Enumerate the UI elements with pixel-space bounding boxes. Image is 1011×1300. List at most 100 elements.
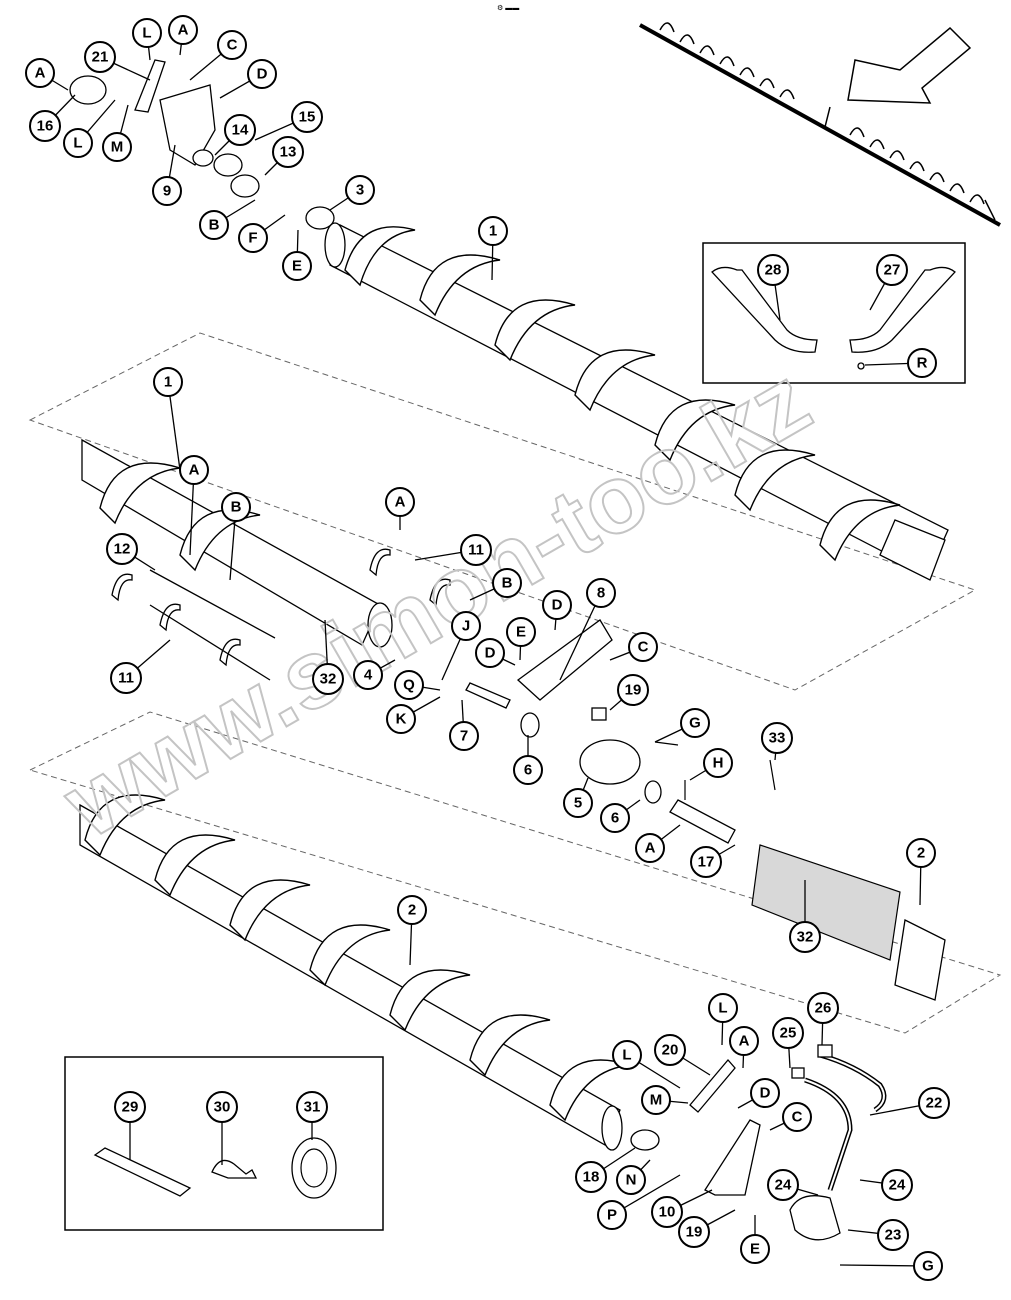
callout-label: 4 (364, 667, 373, 684)
callout-c32a: 32 (789, 880, 821, 953)
callout-cG2: G (839, 1251, 943, 1281)
callout-circle (221, 492, 251, 522)
direction-arrow (847, 26, 972, 104)
callout-circle (563, 788, 593, 818)
callout-c23: 23 (847, 1219, 909, 1251)
callout-label: A (189, 462, 200, 479)
exploded-boundary-upper (28, 332, 977, 691)
callout-label: P (607, 1207, 617, 1224)
callout-cC1: C (189, 30, 247, 81)
callout-circle (179, 455, 209, 485)
callout-label: G (922, 1258, 934, 1275)
callout-cL4: L (612, 1040, 681, 1089)
callout-c14: 14 (214, 114, 256, 156)
callout-circle (25, 58, 55, 88)
callout-circle (272, 136, 304, 168)
callout-label: 33 (769, 730, 786, 747)
inset-box-accessories (64, 1056, 384, 1231)
callout-circle (199, 210, 229, 240)
callout-label: 28 (765, 262, 782, 279)
callout-label: 11 (118, 670, 134, 687)
callout-c15: 15 (254, 101, 323, 141)
callout-circle (616, 1165, 646, 1195)
shield-part-32 (751, 844, 901, 961)
upper-auger-tube (324, 222, 949, 581)
callout-label: 19 (625, 682, 642, 699)
callout-label: E (516, 624, 526, 641)
callout-cL3: L (708, 993, 738, 1046)
callout-circle (597, 1200, 627, 1230)
callout-label: 32 (320, 671, 337, 688)
callout-cH1: H (689, 748, 733, 781)
callout-cA2: A (168, 15, 198, 56)
callout-c19a: 19 (609, 674, 649, 711)
callout-circle (876, 254, 908, 286)
callout-label: 15 (299, 109, 316, 126)
callout-c16: 16 (29, 94, 76, 142)
callout-label: C (227, 37, 238, 54)
callout-c1a: 1 (478, 216, 508, 281)
callout-label: 12 (114, 541, 131, 558)
callout-cC3: C (769, 1102, 812, 1132)
callout-circle (63, 128, 93, 158)
callout-circle (750, 1078, 780, 1108)
callout-label: 6 (524, 762, 532, 779)
callout-circle (600, 803, 630, 833)
callout-label: D (760, 1085, 771, 1102)
callout-label: E (292, 258, 302, 275)
callout-label: 29 (122, 1099, 139, 1116)
callout-label: 3 (356, 182, 364, 199)
callout-circle (152, 176, 182, 206)
callout-circle (206, 1091, 238, 1123)
callout-circle (153, 367, 183, 397)
callout-circle (586, 578, 616, 608)
callout-cB2: B (221, 492, 251, 581)
callout-label: 22 (926, 1095, 943, 1112)
callout-circle (506, 617, 536, 647)
callout-circle (654, 1034, 686, 1066)
callout-c2a: 2 (906, 838, 936, 906)
arm-part-27 (849, 266, 956, 353)
callout-circle (651, 1196, 683, 1228)
callout-label: H (713, 755, 724, 772)
callout-circle (224, 114, 256, 146)
callout-circle (913, 1251, 943, 1281)
callout-circle (513, 755, 543, 785)
callout-c29: 29 (114, 1091, 146, 1160)
hydraulic-motor-assembly (630, 1044, 887, 1241)
callout-cP1: P (597, 1174, 681, 1230)
callout-c30: 30 (206, 1091, 238, 1165)
callout-c5: 5 (563, 777, 593, 818)
centre-drive-assembly (465, 619, 776, 844)
callout-circle (542, 590, 572, 620)
callout-label: 5 (574, 795, 582, 812)
callout-circle (761, 722, 793, 754)
callout-label: 21 (92, 49, 109, 66)
callout-leader (559, 592, 602, 681)
reference-mark: ⚙ ▬▬ (497, 4, 519, 12)
callout-label: R (917, 355, 928, 372)
callout-circle (807, 992, 839, 1024)
callout-cL2: L (63, 99, 116, 158)
callout-labels: 1122345667891011111213141516171819192021… (25, 15, 950, 1281)
callout-label: L (142, 25, 151, 42)
callout-c6b: 6 (600, 799, 641, 833)
callout-label: 30 (214, 1099, 231, 1116)
callout-c2b: 2 (397, 895, 427, 966)
callout-c6a: 6 (513, 735, 543, 785)
callout-circle (635, 833, 665, 863)
callout-cD1: D (219, 59, 277, 99)
callout-cN1: N (616, 1159, 651, 1195)
callout-cD4: D (737, 1078, 780, 1109)
callout-label: 13 (280, 144, 297, 161)
callout-cF1: F (238, 214, 286, 253)
callout-circle (106, 533, 138, 565)
callout-cA5: A (635, 824, 681, 863)
callout-label: D (257, 66, 268, 83)
callout-circle (449, 721, 479, 751)
callout-cE3: E (740, 1215, 770, 1264)
callout-circle (703, 748, 733, 778)
callout-circle (247, 59, 277, 89)
callout-c8: 8 (559, 578, 616, 681)
callout-circle (612, 1040, 642, 1070)
